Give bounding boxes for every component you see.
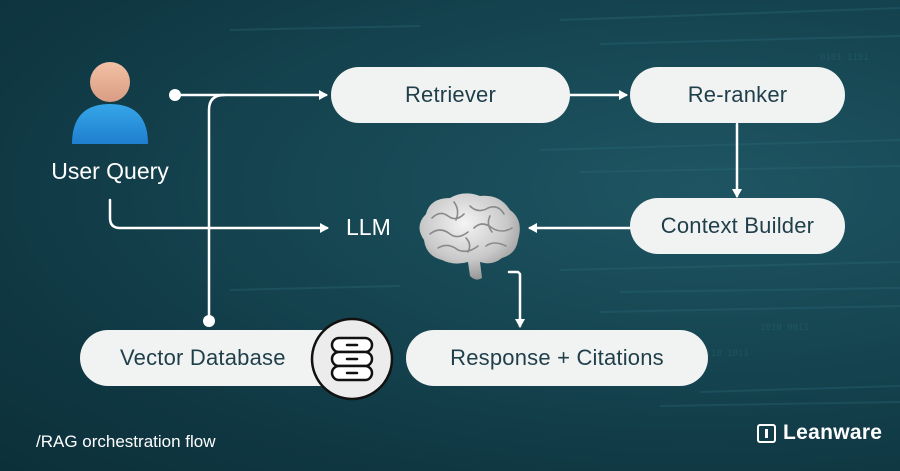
node-response: Response + Citations xyxy=(406,330,708,386)
edge-llm-to-response xyxy=(507,270,525,328)
brand-logo: Leanware xyxy=(757,421,882,445)
node-context-builder: Context Builder xyxy=(630,198,845,254)
node-retriever: Retriever xyxy=(331,67,570,123)
edge-vectordb-dot xyxy=(203,315,215,327)
user-icon xyxy=(72,62,148,144)
node-context-builder-label: Context Builder xyxy=(660,213,815,238)
node-reranker-label: Re-ranker xyxy=(687,82,788,107)
edge-vectordb-to-retriever xyxy=(207,93,226,323)
svg-text:0110 1011: 0110 1011 xyxy=(700,349,749,359)
node-response-label: Response + Citations xyxy=(450,345,664,370)
node-reranker: Re-ranker xyxy=(630,67,845,123)
svg-text:1010 0011: 1010 0011 xyxy=(760,323,809,333)
edge-start-dot xyxy=(169,89,181,101)
edge-user-to-llm xyxy=(108,198,329,233)
node-user-query: User Query xyxy=(51,158,169,184)
brand-name: Leanware xyxy=(783,421,883,444)
svg-text:0101 1101: 0101 1101 xyxy=(820,53,869,63)
leanware-logo-icon xyxy=(757,423,776,443)
node-llm: LLM xyxy=(346,214,391,240)
brain-icon xyxy=(419,193,520,280)
database-icon xyxy=(310,317,394,401)
node-vector-database-label: Vector Database xyxy=(120,345,286,370)
node-retriever-label: Retriever xyxy=(404,82,497,107)
diagram-caption: /RAG orchestration flow xyxy=(36,432,216,451)
